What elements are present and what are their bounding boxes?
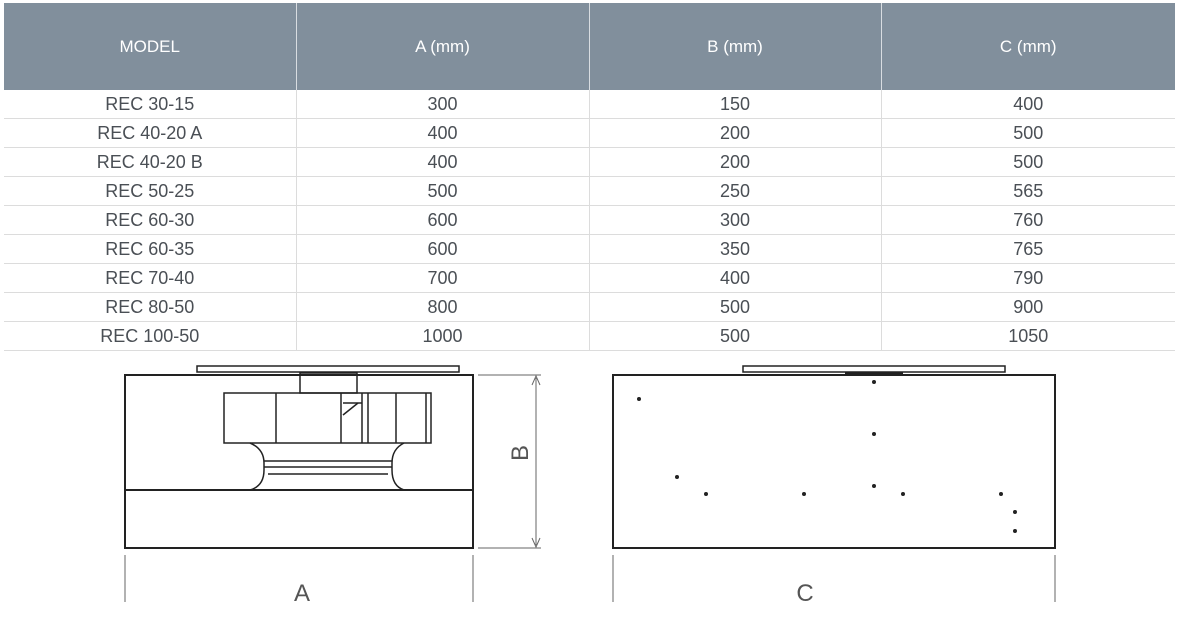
- front-view: [124, 365, 474, 549]
- inlet-right-curve: [391, 442, 405, 491]
- top-plate: [196, 365, 460, 373]
- cell-a: 500: [296, 176, 590, 206]
- cell-a: 400: [296, 147, 590, 177]
- cell-b: 150: [589, 90, 882, 119]
- cell-a: 400: [296, 118, 590, 148]
- cell-c: 500: [881, 147, 1175, 177]
- cell-c: 565: [881, 176, 1175, 206]
- dimension-b: [478, 374, 541, 549]
- cell-model: REC 100-50: [4, 321, 297, 351]
- cell-a: 1000: [296, 321, 590, 351]
- cell-b: 350: [589, 234, 882, 264]
- header-model: MODEL: [4, 3, 297, 90]
- side-view: [612, 365, 1056, 549]
- cell-a: 600: [296, 234, 590, 264]
- cell-b: 200: [589, 118, 882, 148]
- cell-b: 400: [589, 263, 882, 293]
- cell-a: 300: [296, 90, 590, 119]
- cell-b: 500: [589, 321, 882, 351]
- cell-c: 760: [881, 205, 1175, 235]
- side-housing: [612, 374, 1056, 549]
- cell-model: REC 40-20 B: [4, 147, 297, 177]
- cell-c: 1050: [881, 321, 1175, 351]
- rivet-points: [637, 380, 1017, 533]
- cell-c: 790: [881, 263, 1175, 293]
- technical-drawing: A C B: [124, 365, 1056, 607]
- cell-c: 765: [881, 234, 1175, 264]
- label-b: B: [507, 445, 534, 461]
- cell-b: 300: [589, 205, 882, 235]
- header-b: B (mm): [589, 3, 882, 90]
- cell-c: 400: [881, 90, 1175, 119]
- cell-a: 700: [296, 263, 590, 293]
- table-header-row: MODEL A (mm) B (mm) C (mm): [4, 3, 1175, 90]
- cell-c: 500: [881, 118, 1175, 148]
- cell-model: REC 60-30: [4, 205, 297, 235]
- header-a: A (mm): [296, 3, 590, 90]
- cell-model: REC 40-20 A: [4, 118, 297, 148]
- cell-b: 250: [589, 176, 882, 206]
- label-a: A: [294, 580, 310, 607]
- cell-model: REC 80-50: [4, 292, 297, 322]
- cell-model: REC 30-15: [4, 90, 297, 119]
- fan-impeller: [223, 392, 432, 444]
- cell-model: REC 60-35: [4, 234, 297, 264]
- side-top-plate: [742, 365, 1006, 373]
- dimension-c: [612, 555, 1056, 602]
- inlet-left-curve: [249, 442, 265, 491]
- front-housing: [124, 374, 474, 549]
- cell-model: REC 70-40: [4, 263, 297, 293]
- cell-a: 800: [296, 292, 590, 322]
- cell-b: 500: [589, 292, 882, 322]
- cell-b: 200: [589, 147, 882, 177]
- header-c: C (mm): [881, 3, 1175, 90]
- cell-model: REC 50-25: [4, 176, 297, 206]
- cell-a: 600: [296, 205, 590, 235]
- label-c: C: [796, 580, 813, 607]
- cell-c: 900: [881, 292, 1175, 322]
- dimension-a: [124, 555, 474, 602]
